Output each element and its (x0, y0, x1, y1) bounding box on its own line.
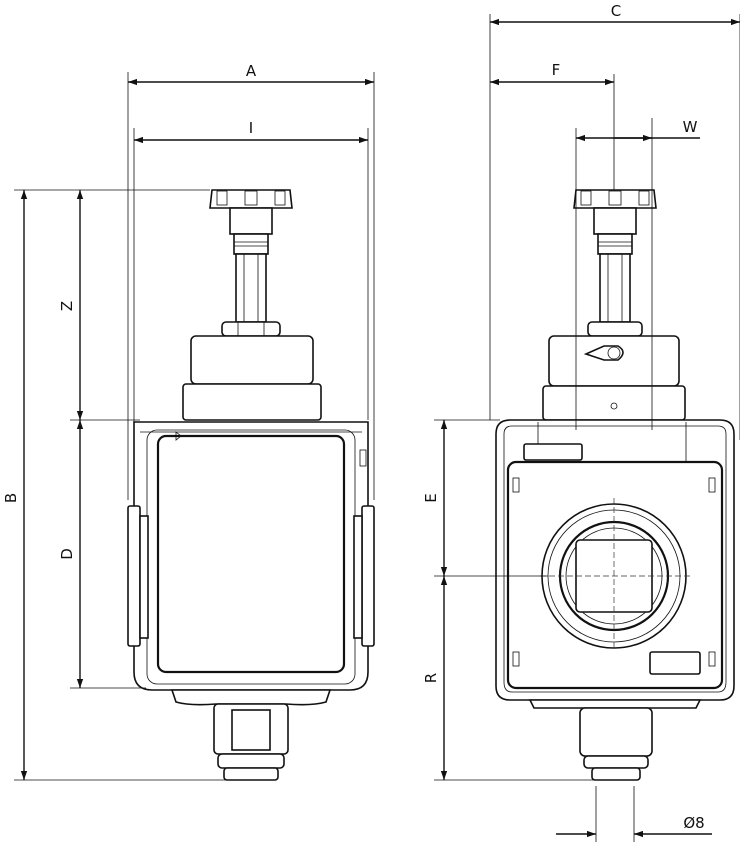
side-view: A I B Z D (2, 62, 375, 781)
front-view: C F W E R Ø8 (422, 2, 740, 842)
lock-icon (583, 345, 624, 361)
bottom-fitting (170, 689, 332, 781)
valve-stem (221, 233, 281, 337)
front-bonnet (542, 335, 686, 421)
side-ports (127, 505, 375, 647)
dim-b-label: B (2, 493, 20, 503)
front-valve-stem (587, 233, 643, 337)
dim-c-label: C (611, 2, 621, 20)
dim-w-label: W (683, 118, 698, 136)
front-bottom-fitting (528, 699, 702, 781)
dim-port-diameter-label: Ø8 (683, 814, 704, 832)
dim-e-label: E (422, 493, 440, 502)
bonnet (182, 335, 322, 421)
dim-i-label: I (249, 119, 253, 137)
dim-f-label: F (552, 61, 561, 79)
front-regulator-body (495, 419, 735, 701)
regulator-body (133, 421, 369, 691)
dim-d-label: D (58, 548, 76, 560)
dim-z-label: Z (58, 301, 76, 311)
adjustment-knob (209, 189, 293, 235)
dim-r-label: R (422, 673, 440, 683)
front-adjustment-knob (573, 189, 657, 235)
dim-a-label: A (246, 62, 257, 80)
